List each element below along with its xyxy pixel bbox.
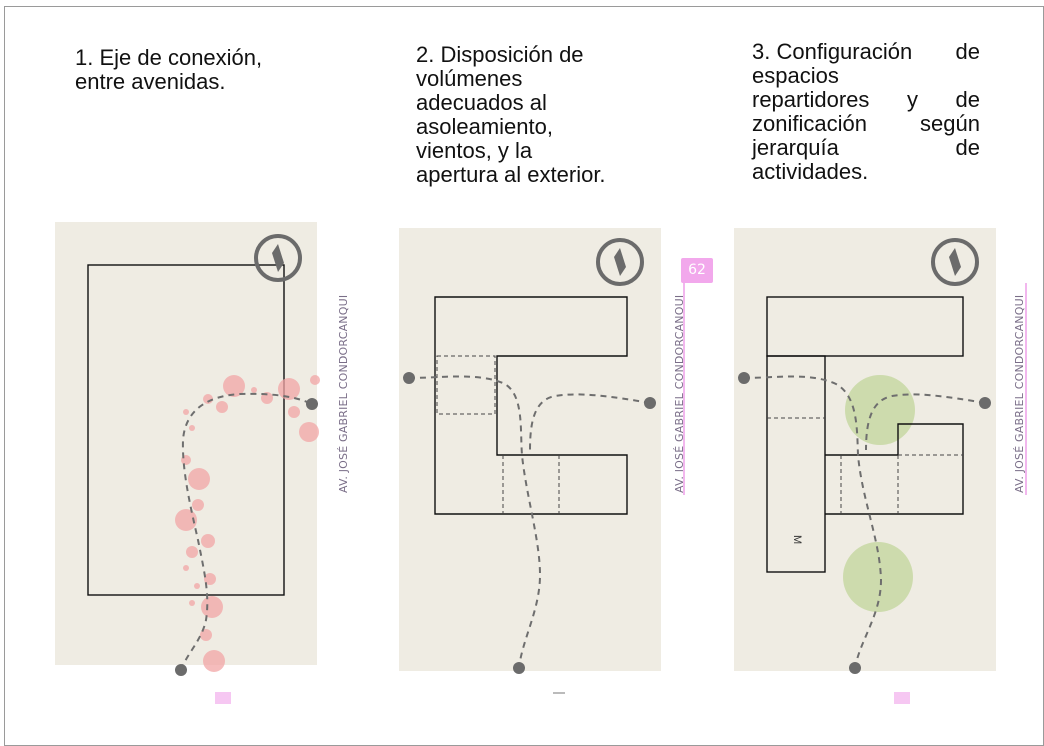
path-node bbox=[979, 397, 991, 409]
panel-background bbox=[399, 228, 661, 671]
caption-line: actividades. bbox=[752, 159, 869, 184]
caption-line: volúmenes bbox=[416, 66, 523, 91]
zone-label: M bbox=[791, 535, 803, 544]
connection-axis-path bbox=[408, 375, 542, 669]
street-label: AV. JOSÉ GABRIEL CONDORCANQUI bbox=[337, 294, 350, 493]
caption-line: 1. Eje de conexión, bbox=[75, 45, 263, 70]
path-node bbox=[306, 398, 318, 410]
caption-line: entre avenidas. bbox=[75, 69, 226, 94]
connection-axis-path bbox=[529, 393, 651, 451]
compass-icon bbox=[596, 238, 644, 286]
interior-divisions bbox=[767, 417, 963, 514]
connection-axis-path bbox=[743, 375, 883, 669]
path-node bbox=[403, 372, 415, 384]
path-node bbox=[513, 662, 525, 674]
site-rectangle bbox=[87, 264, 285, 596]
caption-line: vientos, y la bbox=[416, 138, 533, 163]
path-node bbox=[849, 662, 861, 674]
vegetation-dots bbox=[175, 375, 320, 672]
panel-1 bbox=[55, 222, 320, 676]
connection-axis-path bbox=[865, 393, 986, 451]
connection-axis-path bbox=[180, 392, 313, 671]
caption-step-2: 2. Disposición de volúmenes adecuados al… bbox=[416, 43, 656, 187]
building-volumes bbox=[766, 296, 964, 573]
page-number-badge: 62 bbox=[681, 258, 713, 283]
caption-line: apertura al exterior. bbox=[416, 162, 606, 187]
green-zone bbox=[845, 375, 915, 445]
panel-3: M bbox=[734, 228, 996, 674]
caption-step-1: 1. Eje de conexión, entre avenidas. bbox=[75, 46, 335, 94]
page-marker-line bbox=[1025, 283, 1027, 495]
caption-line: espacios bbox=[752, 63, 839, 88]
path-node bbox=[175, 664, 187, 676]
compass-icon bbox=[931, 238, 979, 286]
page-marker-line bbox=[683, 283, 685, 495]
page-tab-marker bbox=[215, 692, 231, 704]
page-tab-marker bbox=[553, 692, 565, 694]
building-volume bbox=[434, 296, 628, 515]
panel-2 bbox=[399, 228, 661, 674]
interior-divisions bbox=[436, 355, 560, 514]
panel-background bbox=[55, 222, 317, 665]
path-node bbox=[738, 372, 750, 384]
green-zone bbox=[843, 542, 913, 612]
caption-line: asoleamiento, bbox=[416, 114, 553, 139]
caption-line: 2. Disposición de bbox=[416, 42, 584, 67]
page-tab-marker bbox=[894, 692, 910, 704]
caption-line: adecuados al bbox=[416, 90, 547, 115]
compass-icon bbox=[254, 234, 302, 282]
path-node bbox=[644, 397, 656, 409]
